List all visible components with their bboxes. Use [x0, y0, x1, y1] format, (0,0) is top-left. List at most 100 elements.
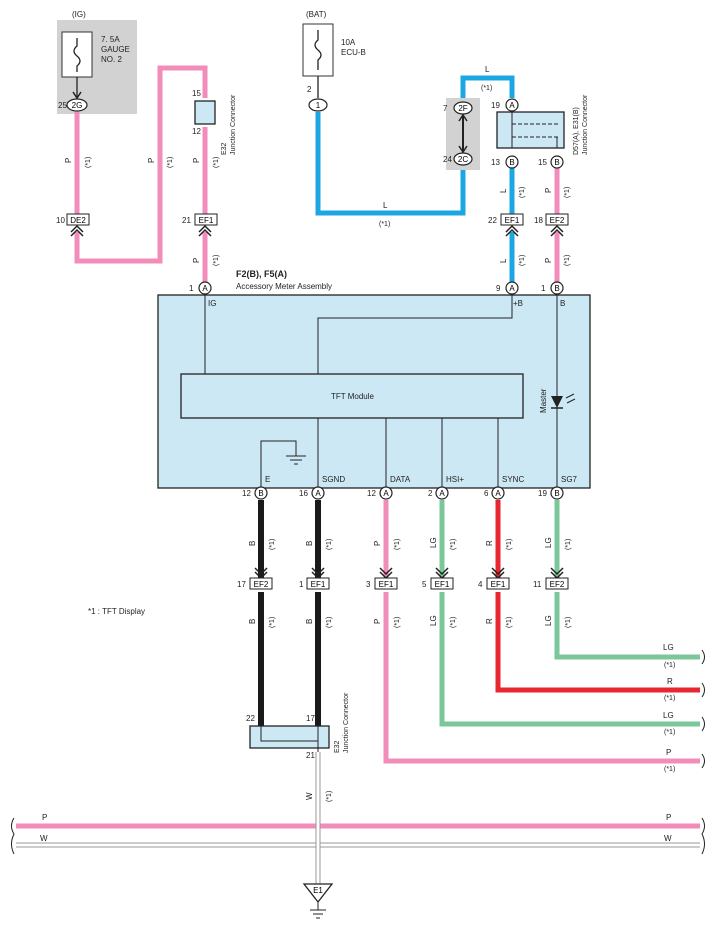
d57-pin-13-letter: B	[509, 158, 514, 167]
svg-text:(*1): (*1)	[394, 539, 401, 550]
svg-text:P: P	[64, 158, 73, 163]
svg-text:19: 19	[538, 489, 547, 498]
svg-text:B: B	[554, 489, 559, 498]
svg-text:11: 11	[533, 580, 542, 589]
e32-lower-desc: Junction Connector	[343, 692, 350, 753]
svg-text:5: 5	[422, 580, 427, 589]
wire-labels: P (*1) P (*1) P (*1) P (*1) L (*1) P (*1…	[64, 157, 572, 802]
inline-connector-ef1-1: EF1 1	[299, 567, 330, 590]
master-label: Master	[539, 388, 548, 413]
svg-text:(*1): (*1)	[269, 539, 276, 550]
svg-text:A: A	[495, 489, 501, 498]
svg-text:W: W	[305, 792, 314, 800]
pin-ig-name: IG	[208, 299, 216, 308]
red-wires	[495, 500, 700, 693]
svg-text:LG: LG	[429, 615, 438, 626]
svg-text:12: 12	[242, 489, 251, 498]
svg-text:(*1): (*1)	[326, 791, 333, 802]
assembly-pin-sg7: B 19	[538, 486, 564, 500]
svg-text:10: 10	[56, 216, 65, 225]
pin-2g-connector	[66, 98, 88, 112]
inline-connector-ef1-4: EF1 4	[478, 567, 510, 590]
svg-text:EF1: EF1	[491, 580, 506, 589]
pin-1-connector	[308, 98, 328, 112]
svg-text:(*1): (*1)	[506, 617, 513, 628]
svg-text:4: 4	[478, 580, 483, 589]
tft-module-label: TFT Module	[331, 392, 375, 401]
tft-module-box	[180, 373, 524, 419]
svg-text:EF2: EF2	[550, 580, 565, 589]
pin-2-label: 2	[307, 85, 312, 94]
svg-text:LG: LG	[544, 615, 553, 626]
internal-ground-icon	[286, 455, 306, 465]
pin-e-name: E	[265, 475, 270, 484]
green-wires	[439, 500, 700, 727]
svg-text:(*1): (*1)	[664, 662, 675, 669]
ig-group-label: (IG)	[72, 10, 86, 19]
pin-2c-label: 2C	[458, 155, 468, 164]
e32-upper-id: E32	[221, 142, 228, 155]
white-wires	[16, 752, 700, 884]
pin-2f-label: 2F	[458, 104, 467, 113]
link-arrow-up-icon	[458, 113, 468, 122]
d57-pin-19	[505, 98, 519, 112]
blue-wires	[315, 75, 515, 284]
inline-connector-ef1-22: EF1 22	[488, 213, 524, 237]
svg-text:(*1): (*1)	[519, 255, 526, 266]
pin-hsi-name: HSI+	[446, 475, 464, 484]
svg-text:B: B	[554, 284, 559, 293]
footnote: *1 : TFT Display	[88, 607, 145, 616]
svg-text:EF2: EF2	[254, 580, 269, 589]
svg-text:A: A	[439, 489, 445, 498]
svg-text:(*1): (*1)	[519, 187, 526, 198]
svg-text:B: B	[248, 619, 257, 624]
assembly-pin-data: A 12	[367, 486, 393, 500]
svg-text:LG: LG	[544, 537, 553, 548]
d57-junction-desc: Junction Connector	[582, 94, 589, 155]
pin-sg7-name: SG7	[561, 475, 578, 484]
svg-text:P: P	[373, 541, 382, 546]
svg-text:9: 9	[496, 284, 501, 293]
pin-1-label: 1	[316, 101, 321, 110]
ig-fuse-rating: 7. 5A	[101, 35, 120, 44]
pin-sync-name: SYNC	[502, 475, 524, 484]
svg-text:R: R	[485, 618, 494, 624]
svg-text:(*1): (*1)	[167, 157, 174, 168]
e32-upper-junction	[194, 100, 216, 125]
svg-text:L: L	[485, 65, 490, 74]
svg-text:(*1): (*1)	[481, 85, 492, 92]
ig-fuse-icon	[73, 38, 81, 72]
svg-text:(*1): (*1)	[664, 766, 675, 773]
inline-connector-ef2-18: EF2 18	[534, 213, 569, 237]
svg-text:(*1): (*1)	[564, 255, 571, 266]
pin-data-name: DATA	[390, 475, 411, 484]
d57-pin-13	[505, 155, 519, 169]
assembly-id: F2(B), F5(A)	[236, 269, 287, 279]
wire-break-marks	[11, 649, 705, 855]
svg-text:DE2: DE2	[70, 216, 86, 225]
svg-text:B: B	[248, 541, 257, 546]
assembly-pin-ig: A 1	[189, 281, 212, 295]
pin-21-lower-label: 21	[306, 751, 315, 760]
ig-fuse-number: NO. 2	[101, 55, 122, 64]
svg-text:B: B	[305, 619, 314, 624]
svg-text:(*1): (*1)	[450, 617, 457, 628]
pin-24-label: 24	[443, 155, 452, 164]
svg-text:A: A	[202, 284, 208, 293]
svg-text:16: 16	[299, 489, 308, 498]
bat-fuse-icon	[314, 30, 322, 70]
bat-fuse-rating: 10A	[341, 38, 356, 47]
svg-text:EF1: EF1	[199, 216, 214, 225]
e32-lower-id: E32	[334, 740, 341, 753]
svg-text:P: P	[544, 258, 553, 263]
pin-b-name: B	[560, 299, 565, 308]
svg-text:R: R	[667, 677, 673, 686]
inline-connector-de2: DE2 10	[56, 213, 90, 237]
ig-fuse-arrow-icon	[72, 91, 82, 100]
svg-text:(*1): (*1)	[394, 617, 401, 628]
svg-text:EF1: EF1	[311, 580, 326, 589]
svg-text:6: 6	[484, 489, 489, 498]
svg-text:A: A	[315, 489, 321, 498]
assembly-pin-b: B 1	[541, 281, 564, 295]
